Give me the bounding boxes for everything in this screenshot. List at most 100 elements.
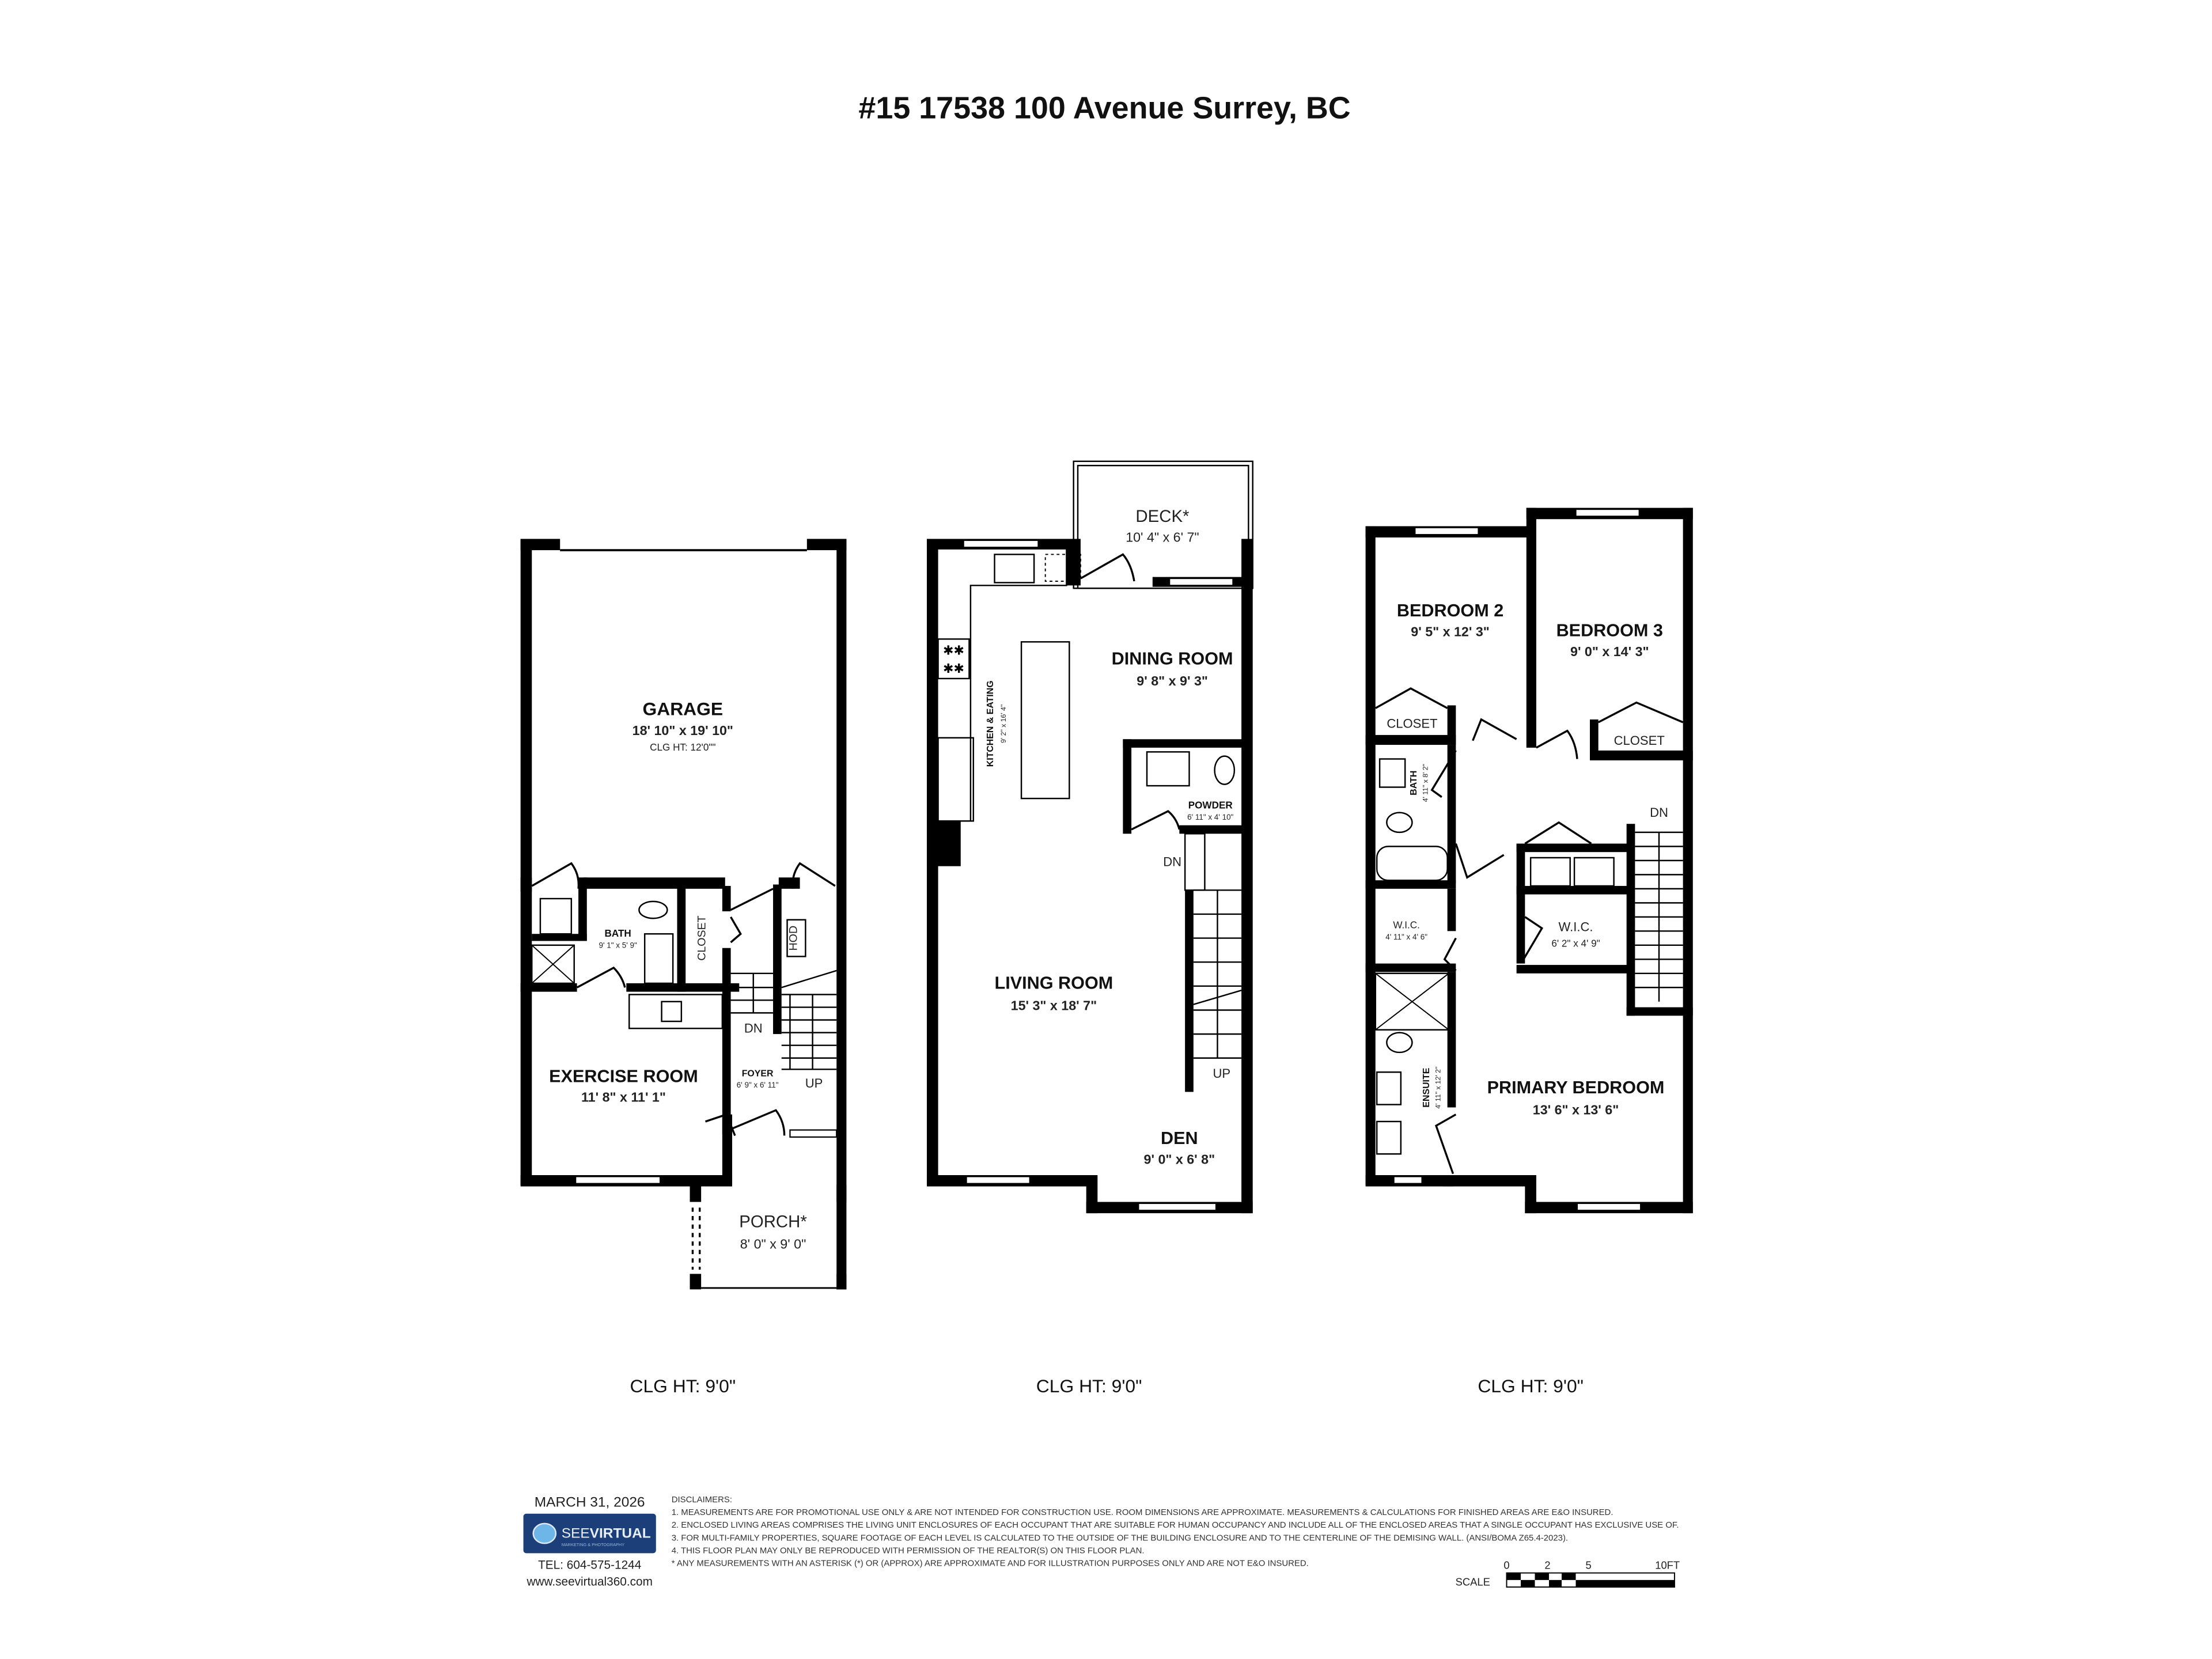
room-name-foyer: FOYER — [742, 1069, 774, 1079]
disclaimer-line: 4. THIS FLOOR PLAN MAY ONLY BE REPRODUCE… — [672, 1546, 1145, 1555]
sink-counter-icon — [628, 994, 724, 1029]
porch-post — [836, 1185, 847, 1202]
garage-ceiling-note: CLG HT: 12'0"" — [650, 741, 715, 753]
room-dims-living-room: 15' 3" x 18' 7" — [1011, 998, 1097, 1013]
sink-icon — [1146, 751, 1190, 787]
wall — [1447, 972, 1456, 1108]
closet-door-swing — [1597, 701, 1684, 724]
seevirtual-logo[interactable]: SEEVIRTUAL MARKETING & PHOTOGRAPHY — [523, 1513, 656, 1554]
wall — [722, 948, 731, 1134]
wall — [1123, 739, 1132, 834]
globe-icon — [532, 1522, 557, 1544]
door-swing — [1536, 729, 1578, 759]
scale-bar: 0 2 5 10FT SCALE — [1456, 1559, 1680, 1588]
kitchen-island — [1020, 641, 1070, 800]
hod-box — [786, 919, 806, 957]
room-dims-bedroom-3: 9' 0" x 14' 3" — [1570, 644, 1649, 659]
wall — [1447, 705, 1456, 745]
scale-tick: 2 — [1544, 1559, 1550, 1571]
wall — [1179, 825, 1247, 834]
page-title: #15 17538 100 Avenue Surrey, BC — [858, 91, 1350, 126]
wall — [677, 885, 686, 992]
room-name-deck: DECK* — [1135, 507, 1189, 526]
window — [1414, 527, 1479, 536]
toilet-icon — [1386, 1032, 1413, 1054]
room-name-primary-bedroom: PRIMARY BEDROOM — [1487, 1078, 1665, 1097]
room-name-garage: GARAGE — [642, 699, 723, 719]
stairs — [730, 969, 837, 1070]
ceiling-height-main: CLG HT: 9'0" — [1036, 1376, 1142, 1396]
contact-phone: TEL: 604-575-1244 — [538, 1558, 641, 1571]
room-name-wic: W.I.C. — [1393, 919, 1420, 930]
porch-post — [690, 1274, 702, 1290]
washer-icon — [539, 897, 573, 935]
wall — [1066, 539, 1081, 586]
kitchen-counter — [938, 548, 1067, 822]
plan-date: MARCH 31, 2026 — [535, 1495, 645, 1510]
dryer-icon — [1573, 857, 1615, 887]
ensuite-door-swing — [1434, 1113, 1457, 1175]
room-name-exercise-room: EXERCISE ROOM — [549, 1066, 698, 1086]
wall — [1590, 750, 1693, 760]
room-dims-primary-bedroom: 13' 6" x 13' 6" — [1533, 1103, 1619, 1118]
wall — [1683, 507, 1693, 1214]
ceiling-height-lower: CLG HT: 9'0" — [630, 1376, 736, 1396]
wall — [1365, 734, 1456, 745]
wall — [1516, 965, 1634, 974]
wall — [1241, 539, 1253, 1214]
window — [965, 1176, 1031, 1184]
room-dims-wic: 6' 2" x 4' 9" — [1551, 937, 1600, 949]
wall — [520, 539, 532, 1185]
disclaimer-line: * ANY MEASUREMENTS WITH AN ASTERISK (*) … — [672, 1558, 1309, 1568]
website-link[interactable]: www.seevirtual360.com — [526, 1575, 652, 1589]
room-name-bedroom-3: BEDROOM 3 — [1556, 620, 1663, 640]
wall — [778, 877, 800, 889]
window — [1576, 1202, 1642, 1211]
room-dims-ensuite: 4' 11" x 12' 2" — [1434, 1067, 1442, 1109]
room-dims-den: 9' 0" x 6' 8" — [1144, 1152, 1215, 1166]
toilet-icon — [1214, 755, 1236, 785]
room-name-closet: CLOSET — [1614, 733, 1665, 748]
wall — [1516, 843, 1525, 964]
svg-text:✱✱: ✱✱ — [943, 643, 964, 658]
porch-post — [836, 1274, 847, 1290]
logo-text-light: SEE — [562, 1525, 590, 1541]
sink-icon — [994, 554, 1035, 584]
wall — [520, 983, 577, 992]
wall — [1516, 843, 1634, 853]
porch-post — [690, 1185, 702, 1202]
door-swing — [1455, 843, 1505, 879]
scale-tick: 5 — [1585, 1559, 1591, 1571]
room-dims-bath: 9' 1" x 5' 9" — [599, 941, 638, 950]
disclaimer-line: 1. MEASUREMENTS ARE FOR PROMOTIONAL USE … — [672, 1508, 1613, 1517]
disclaimers-title: DISCLAIMERS: — [672, 1495, 732, 1505]
room-dims-bath-upper: 4' 11" x 8' 2" — [1421, 764, 1429, 802]
room-dims-garage: 18' 10" x 19' 10" — [632, 723, 733, 738]
wall — [722, 1114, 733, 1185]
wall — [1516, 885, 1634, 895]
sink-icon — [1376, 1071, 1402, 1105]
sink-icon — [661, 1001, 683, 1022]
front-door-swing — [732, 1109, 786, 1136]
logo-text-bold: VIRTUAL — [590, 1525, 651, 1541]
washer-icon — [1529, 857, 1571, 887]
door-swing — [730, 916, 742, 944]
stairs — [1184, 833, 1242, 1092]
room-dims-dining-room: 9' 8" x 9' 3" — [1137, 673, 1208, 688]
room-dims-porch: 8' 0" x 9' 0" — [740, 1236, 806, 1251]
wall — [773, 884, 782, 1035]
room-name-bath: BATH — [605, 927, 631, 939]
fireplace — [926, 821, 961, 866]
svg-text:✱✱: ✱✱ — [943, 662, 964, 676]
room-dims-powder: 6' 11" x 4' 10" — [1187, 813, 1233, 821]
door-swing — [730, 888, 774, 911]
logo-background — [523, 1513, 656, 1554]
wall — [584, 877, 725, 889]
door-swing — [1472, 718, 1517, 741]
footer: MARCH 31, 2026 SEEVIRTUAL MARKETING & PH… — [523, 1495, 1680, 1589]
room-dims-bedroom-2: 9' 5" x 12' 3" — [1411, 624, 1490, 639]
wall — [520, 877, 532, 892]
door-swing — [791, 862, 836, 889]
disclaimer-line: 3. FOR MULTI-FAMILY PROPERTIES, SQUARE F… — [672, 1533, 1568, 1543]
